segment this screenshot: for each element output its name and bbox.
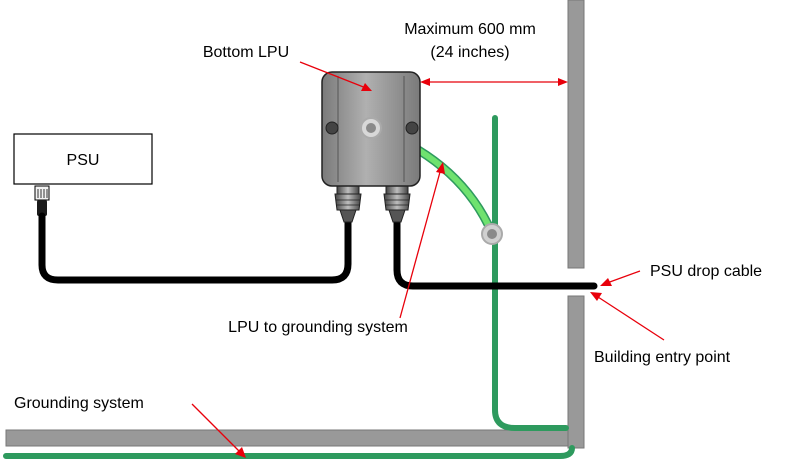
bottom-lpu-label: Bottom LPU <box>203 44 289 61</box>
bottom-lpu-enclosure <box>322 72 420 186</box>
rj45-plug-icon <box>35 186 49 216</box>
annotation-arrows <box>192 62 664 458</box>
grounding-system-label: Grounding system <box>14 395 144 412</box>
psu-to-lpu-cable <box>42 216 348 280</box>
wall-upper <box>568 0 584 268</box>
arrowhead-icon <box>420 78 430 86</box>
vertical-ground-conductor <box>495 118 566 428</box>
max-distance-sublabel: (24 inches) <box>430 44 509 61</box>
lpu-screw-icon <box>326 122 338 134</box>
lpu-screw-icon <box>406 122 418 134</box>
psu-drop-cable-pointer <box>607 271 640 283</box>
grounding-system-conductor <box>6 448 572 456</box>
ground-terminal-icon <box>482 224 502 244</box>
floor-slab <box>6 430 568 446</box>
arrowhead-icon <box>558 78 568 86</box>
wall-lower <box>568 296 584 448</box>
building-entry-pointer <box>598 297 664 340</box>
cable-gland-icon <box>335 184 361 222</box>
cable-gland-icon <box>384 184 410 222</box>
building-entry-point-label: Building entry point <box>594 349 731 366</box>
lpu-to-grounding-label: LPU to grounding system <box>228 319 408 336</box>
psu-label: PSU <box>67 152 100 169</box>
arrowhead-icon <box>590 292 602 301</box>
max-distance-label: Maximum 600 mm <box>404 21 536 38</box>
psu-drop-cable-label: PSU drop cable <box>650 263 762 280</box>
